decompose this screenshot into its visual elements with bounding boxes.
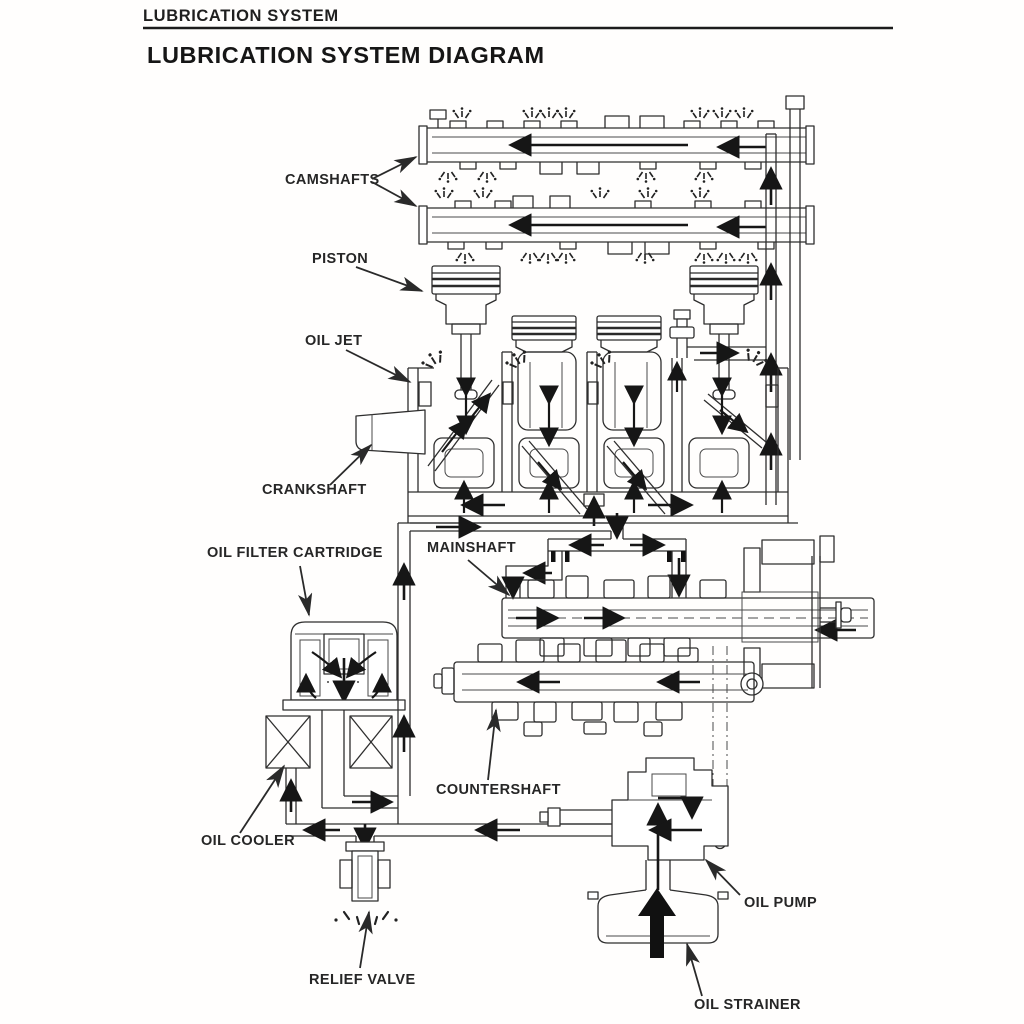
label-oil-filter-cartridge: OIL FILTER CARTRIDGE xyxy=(207,545,383,561)
piston-2 xyxy=(511,315,577,431)
oil-cooler xyxy=(265,710,398,824)
label-camshafts: CAMSHAFTS xyxy=(285,172,380,188)
leader-oil-pump xyxy=(704,858,741,896)
label-oil-pump: OIL PUMP xyxy=(744,895,817,911)
label-mainshaft: MAINSHAFT xyxy=(427,540,516,556)
oil-jets xyxy=(418,344,779,408)
leader-oil-filter xyxy=(298,565,313,617)
leader-camshafts-lower xyxy=(371,181,418,207)
mainshaft-assembly xyxy=(501,575,875,657)
leader-crankshaft xyxy=(329,443,373,486)
label-crankshaft: CRANKSHAFT xyxy=(262,482,367,498)
page-header: LUBRICATION SYSTEM xyxy=(143,7,339,25)
transmission-feed-pipes xyxy=(410,513,691,600)
label-piston: PISTON xyxy=(312,251,368,267)
leader-countershaft xyxy=(486,708,501,781)
main-oil-gallery-vertical xyxy=(759,95,805,505)
label-relief-valve: RELIEF VALVE xyxy=(309,972,416,988)
label-countershaft: COUNTERSHAFT xyxy=(436,782,561,798)
leader-camshafts-upper xyxy=(371,156,418,180)
oil-pump xyxy=(539,757,729,890)
rod-oil-arrows xyxy=(456,377,732,448)
piston-1 xyxy=(431,265,501,400)
leader-oil-cooler xyxy=(239,764,285,834)
countershaft-assembly xyxy=(433,639,755,737)
supply-pipe-vertical xyxy=(392,523,416,824)
oil-strainer xyxy=(587,860,729,958)
camshaft-lower xyxy=(418,195,815,255)
label-oil-jet: OIL JET xyxy=(305,333,362,349)
clutch-assembly xyxy=(740,535,852,696)
page-title: LUBRICATION SYSTEM DIAGRAM xyxy=(147,42,545,68)
leader-piston xyxy=(355,266,424,292)
leader-relief-valve xyxy=(358,910,373,969)
crank-journals xyxy=(433,437,750,489)
oil-filter-cartridge xyxy=(282,621,406,711)
pump-output-pipe xyxy=(286,818,612,842)
camshaft-upper xyxy=(418,109,815,175)
leader-oil-strainer xyxy=(686,942,703,997)
label-oil-strainer: OIL STRAINER xyxy=(694,997,801,1013)
gallery-flow-arrows xyxy=(454,479,732,526)
relief-valve xyxy=(334,824,398,928)
leader-oil-jet xyxy=(345,349,412,383)
cam-feed-pipe xyxy=(667,309,766,392)
cam-oil-spray-marks xyxy=(433,106,759,265)
label-oil-cooler: OIL COOLER xyxy=(201,833,295,849)
leader-mainshaft xyxy=(467,559,511,597)
diagram-labels: CAMSHAFTS PISTON OIL JET CRANKSHAFT OIL … xyxy=(201,156,817,1013)
crankshaft-end xyxy=(355,409,426,455)
piston-3 xyxy=(596,315,662,431)
piston-4 xyxy=(689,265,759,400)
